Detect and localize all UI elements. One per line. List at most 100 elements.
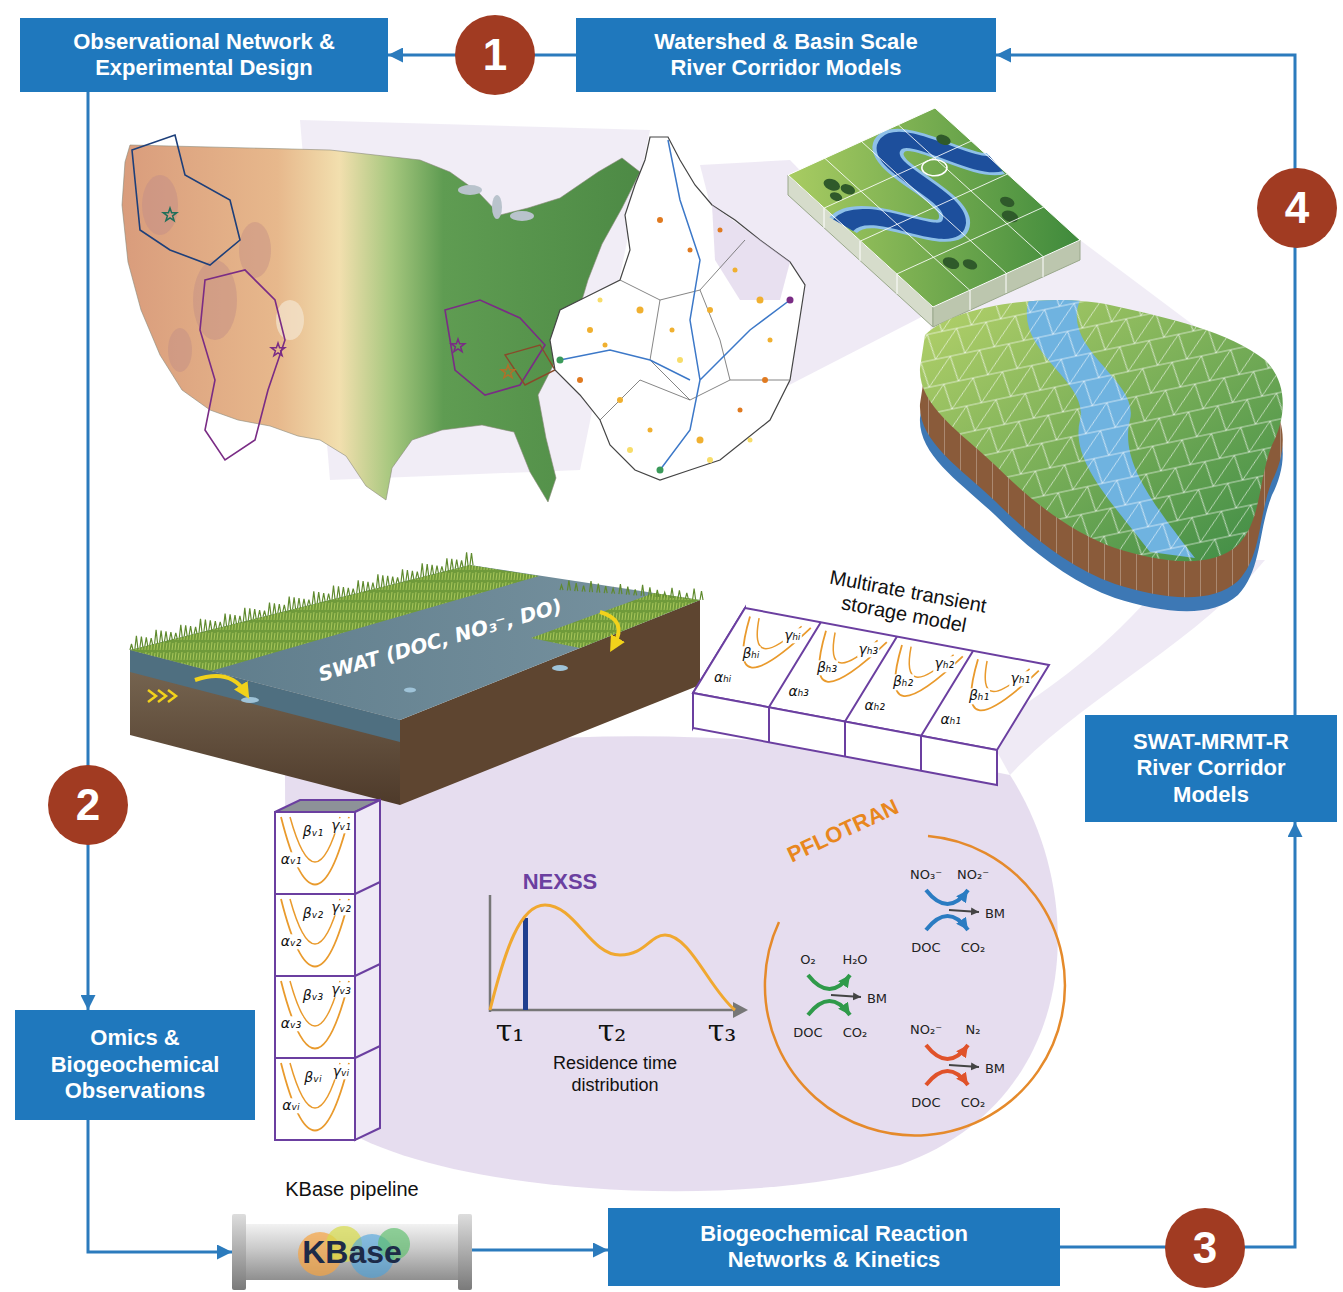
us-map-part [451, 339, 464, 352]
pipe-shape-part [232, 1214, 246, 1290]
parameter-label: βₕᵢ [741, 646, 760, 661]
grid-tile-part-part [788, 108, 1080, 307]
flow-arrow [472, 1249, 608, 1252]
residence-time-plot-part [523, 918, 528, 1010]
basin-map-part-part [697, 437, 704, 444]
logo-text: KBase [302, 1234, 402, 1271]
grid-tile-part-part [917, 156, 952, 179]
basin-map-part [712, 205, 790, 300]
flow-arrow [996, 55, 1295, 715]
basin-map-part [657, 467, 664, 474]
basin-map-part-part [603, 343, 608, 348]
pipe-shape-part [242, 1224, 462, 1280]
basin-map-part-part [707, 457, 713, 463]
model-label: SWAT (DOC, NO₃⁻, DO) [315, 594, 564, 687]
us-map-part [458, 185, 482, 195]
basin-map-part-part [762, 377, 768, 383]
parameter-label: βᵥ₁ [302, 824, 324, 839]
basin-map-part [600, 240, 790, 420]
callout-number: 2 [48, 765, 128, 845]
parameter-label: γₕᵢ [783, 628, 801, 643]
parameter-label: αᵥ₃ [280, 1016, 303, 1031]
us-map-part [163, 208, 176, 221]
parameter-label: βᵥ₂ [302, 906, 324, 921]
parameter-label: γᵥ₃ [330, 982, 352, 997]
reaction-icon-part [808, 975, 850, 989]
box-text: Omics & Biogeochemical Observations [35, 1025, 235, 1104]
basin-map-part-part [648, 428, 653, 433]
basin-map-part-part [707, 307, 713, 313]
parameter-label: γₕ₃ [858, 642, 879, 657]
flow-curve [757, 618, 801, 649]
basin-map-part [577, 217, 768, 413]
parameter-label: αᵥᵢ [281, 1098, 301, 1113]
process-box: Omics & Biogeochemical Observations [15, 1010, 255, 1120]
parameter-label: βₕ₂ [892, 674, 914, 689]
reaction-icon-part [926, 890, 968, 904]
parameter-label: αᵥ₂ [280, 934, 303, 949]
species-label: H₂O [842, 952, 867, 967]
basin-map-part-part [598, 298, 603, 303]
species-label: O₂ [800, 952, 815, 967]
reaction-network-ring [765, 836, 1065, 1135]
basin-map-part-part [577, 377, 583, 383]
stream-channel-part [241, 697, 259, 703]
us-map-part [505, 345, 555, 385]
basin-map-part [557, 357, 564, 364]
vertical-storage-column-part [275, 882, 380, 1058]
axis-label: τ₂ [598, 1013, 627, 1048]
us-map-part [142, 175, 178, 235]
us-map-part [492, 195, 502, 219]
basin-map-part-part [627, 447, 633, 453]
species-label: NO₃⁻ [910, 867, 942, 882]
grid-tile-part-part-part [960, 257, 980, 271]
pipeline-heading: KBase pipeline [285, 1178, 418, 1201]
reaction-icon-part [926, 1045, 968, 1059]
reaction-icon-part [808, 1001, 850, 1015]
reaction-icon-part [926, 1071, 968, 1085]
reaction-icon-part [949, 910, 979, 912]
box-text: Observational Network & Experimental Des… [44, 29, 364, 82]
basin-map-part-part [587, 327, 593, 333]
stream-channel-part [195, 676, 245, 692]
process-box: Observational Network & Experimental Des… [20, 18, 388, 92]
pipeline-node: KBase pipelineKBase [232, 1214, 472, 1290]
grid-tile-part-part [788, 108, 1080, 307]
parameter-label: βᵥ₃ [302, 988, 324, 1003]
basin-map-part [560, 140, 790, 470]
horizontal-storage-box-part [743, 617, 1039, 711]
flow-arrow [87, 92, 90, 1010]
grid-tile-part-part-part [933, 133, 953, 147]
us-map-part [132, 135, 240, 265]
flow-arrow [1060, 822, 1295, 1247]
mesh-block-part [920, 300, 1283, 561]
grid-tile-part-part [788, 108, 1080, 307]
stream-channel-part [600, 612, 619, 645]
parameter-label: γᵥ₂ [330, 900, 352, 915]
grid-tile-part [788, 108, 1080, 307]
parameter-label: αₕ₂ [863, 699, 885, 714]
reaction-network-ring-part [765, 836, 1065, 1135]
model-name: NEXSS [523, 869, 598, 895]
horizontal-storage-box [693, 608, 1049, 785]
species-label: DOC [793, 1025, 822, 1040]
basin-map-part-part [738, 408, 743, 413]
mesh-block-part [920, 300, 1283, 561]
parameter-label: βₕ₃ [816, 660, 838, 675]
process-box: SWAT-MRMT-R River Corridor Models [1085, 715, 1337, 822]
species-label: CO₂ [843, 1025, 868, 1040]
parameter-label: γₕ₁ [1010, 671, 1031, 686]
grid-tile-part-part-part [827, 191, 845, 203]
parameter-label: γₕ₂ [934, 657, 955, 672]
grid-tile-part-part-part [997, 195, 1017, 209]
basin-map-part-part [768, 338, 773, 343]
residence-time-plot-part [490, 905, 735, 1010]
horizontal-storage-box-part [769, 622, 973, 771]
basin-map-part-part [670, 328, 675, 333]
process-box: Biogeochemical Reaction Networks & Kinet… [608, 1208, 1060, 1286]
us-map-part [271, 343, 284, 356]
axis-title: Residence time distribution [530, 1053, 700, 1096]
flow-arrow [88, 1120, 232, 1252]
basin-map-part-part [617, 397, 623, 403]
